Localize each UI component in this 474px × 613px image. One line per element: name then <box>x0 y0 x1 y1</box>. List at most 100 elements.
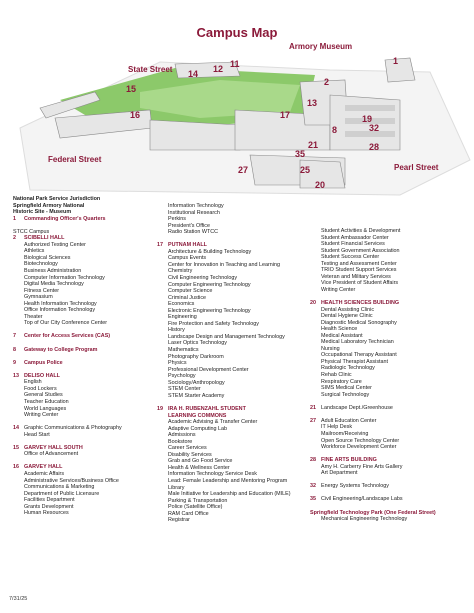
list-item: Computer Science <box>168 288 213 295</box>
list-item: Top of Our City Conference Center <box>24 320 107 327</box>
list-item: Electronic Engineering Technology <box>168 307 251 314</box>
middle-column: Information Technology Institutional Res… <box>157 203 307 524</box>
list-item: Food Lockers <box>24 385 57 392</box>
map-num-15: 15 <box>126 84 136 94</box>
list-item: Health Science <box>321 326 358 333</box>
footer-date: 7/31/25 <box>9 596 28 602</box>
armory-museum-label: Armory Museum <box>289 42 352 51</box>
list-item: Perkins <box>168 216 186 223</box>
list-item: Office of Advancement <box>24 451 79 458</box>
federal-street-label: Federal Street <box>48 155 102 164</box>
list-item: Fire Protection and Safety Technology <box>168 320 259 327</box>
state-street-label: State Street <box>128 65 173 74</box>
list-item: Library <box>168 484 185 491</box>
list-item: Dental Assisting Clinic <box>321 306 375 313</box>
list-item: Student Success Center <box>321 254 380 261</box>
list-item: Athletics <box>24 248 45 255</box>
list-item: Information Technology <box>168 203 224 209</box>
list-item: History <box>168 327 185 334</box>
list-item: Male Initiative for Leadership and Educa… <box>168 491 291 498</box>
list-item: Digital Media Technology <box>24 281 84 288</box>
list-item: Writing Center <box>24 412 59 419</box>
list-item: STEM Starter Academy <box>168 392 225 399</box>
map-num-25: 25 <box>300 165 310 175</box>
list-item: Amy H. Carberry Fine Arts Gallery <box>321 463 403 470</box>
list-item: Student Financial Services <box>321 241 385 248</box>
building-19-heading-line2: LEARNING COMMONS <box>168 412 227 419</box>
list-item: Authorized Testing Center <box>24 241 86 248</box>
map-num-13: 13 <box>307 98 317 108</box>
list-item: Academic Advising & Transfer Center <box>168 419 258 426</box>
list-item: Office Information Technology <box>24 307 96 314</box>
list-item: Biotechnology <box>24 261 58 268</box>
list-item: Testing and Assessment Center <box>321 260 397 267</box>
list-item: Nursing <box>321 345 340 352</box>
nps-header-line: Historic Site - Museum <box>13 209 72 216</box>
list-item: Sociology/Anthropology <box>168 379 225 386</box>
stcc-campus-label: STCC Campus <box>13 228 50 235</box>
tech-park-heading: Springfield Technology Park (One Federal… <box>310 509 436 516</box>
list-item: Biological Sciences <box>24 254 71 261</box>
map-num-1: 1 <box>393 56 398 66</box>
map-num-27: 27 <box>238 165 248 175</box>
list-item: Disability Services <box>168 451 212 458</box>
list-item: Landscape Design and Management Technolo… <box>168 333 285 340</box>
list-item: Department of Public Licensure <box>24 490 100 497</box>
map-num-12: 12 <box>213 64 223 74</box>
campus-map-illustration: 1 2 14 12 11 15 16 17 13 19 32 28 21 35 … <box>19 42 471 196</box>
list-item: Dental Hygiene Clinic <box>321 313 373 320</box>
list-item: IT Help Desk <box>321 424 353 431</box>
list-item: Administrative Services/Business Office <box>24 477 119 484</box>
map-num-20: 20 <box>315 180 325 190</box>
list-item: Health & Wellness Center <box>168 464 230 471</box>
map-num-17: 17 <box>280 110 290 120</box>
list-item: Business Administration <box>24 268 82 275</box>
map-num-8: 8 <box>332 125 337 135</box>
list-item: Theater <box>24 313 43 320</box>
list-item: Criminal Justice <box>168 294 207 301</box>
list-item: Surgical Technology <box>321 391 370 398</box>
map-num-2: 2 <box>324 77 329 87</box>
map-num-28: 28 <box>369 142 379 152</box>
list-item: Vice President of Student Affairs <box>321 280 399 287</box>
list-item: Campus Events <box>168 255 207 262</box>
list-item: English <box>24 379 42 386</box>
list-item: Police (Satellite Office) <box>168 504 223 511</box>
list-item: Medical Laboratory Technician <box>321 339 394 346</box>
list-item: Gymnasium <box>24 294 53 301</box>
list-item: Computer Information Technology <box>24 274 105 281</box>
map-num-14: 14 <box>188 69 198 79</box>
list-item: Student Government Association <box>321 247 400 254</box>
list-item: Career Services <box>168 445 207 452</box>
list-item: Diagnostic Medical Sonography <box>321 319 397 326</box>
list-item: Teacher Education <box>24 398 69 405</box>
list-item: SIMS Medical Center <box>321 385 372 392</box>
list-item: Psychology <box>168 373 196 380</box>
list-item: Laser Optics Technology <box>168 340 227 347</box>
list-item: Adaptive Computing Lab <box>168 425 228 432</box>
list-item: President's Office <box>168 222 210 229</box>
list-item: Bookstore <box>168 438 193 445</box>
list-item: TRIO Student Support Services <box>321 267 397 274</box>
map-num-16: 16 <box>130 110 140 120</box>
list-item: Mechanical Engineering Technology <box>321 516 408 523</box>
list-item: Engineering <box>168 314 197 321</box>
list-item: Grants Development <box>24 503 74 510</box>
list-item: Workforce Development Center <box>321 444 397 451</box>
list-item: Chemistry <box>168 268 193 275</box>
list-item: Computer Engineering Technology <box>168 281 251 288</box>
nps-header-line: Springfield Armory National <box>13 202 85 209</box>
list-item: Institutional Research <box>168 209 220 216</box>
list-item: Occupational Therapy Assistant <box>321 352 397 359</box>
map-num-35: 35 <box>295 149 305 159</box>
list-item: Physical Therapist Assistant <box>321 358 389 365</box>
